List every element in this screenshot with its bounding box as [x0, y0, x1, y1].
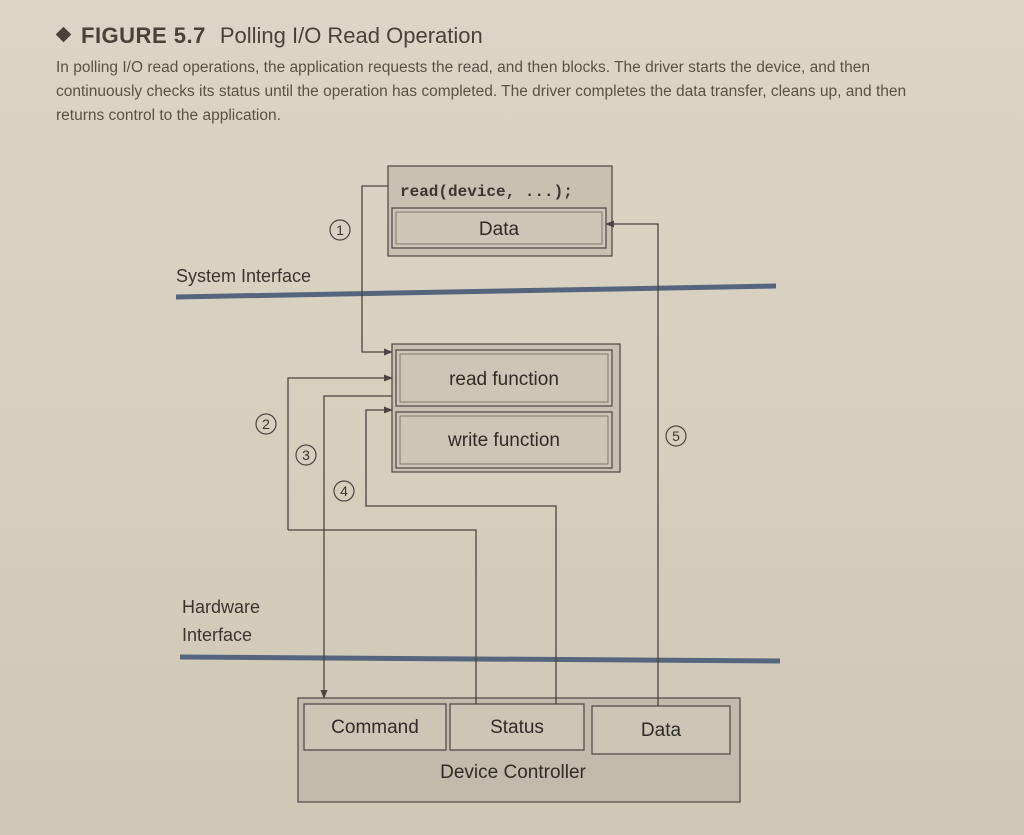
driver-box: read function write function [391, 343, 621, 473]
app-data-box: Data [391, 207, 607, 249]
command-label: Command [331, 717, 419, 738]
step4-arrow [365, 406, 557, 704]
hardware-interface: Hardware Interface [179, 597, 781, 664]
device-controller-label: Device Controller [440, 762, 586, 783]
figure-caption: In polling I/O read operations, the appl… [56, 59, 907, 124]
system-interface: System Interface [175, 266, 777, 300]
read-function-label: read function [449, 369, 559, 390]
step5-arrow [605, 220, 659, 706]
step3-arrow [320, 395, 392, 699]
step2-line [288, 529, 477, 704]
flow-lines [287, 185, 659, 706]
application-box: read(device, ...); Data [387, 165, 613, 257]
step-marker-5: 5 [665, 425, 687, 447]
figure-title: Polling I/O Read Operation [219, 23, 483, 48]
step-markers: 1 2 3 4 5 [255, 219, 687, 502]
status-label: Status [490, 717, 544, 738]
step-marker-3: 3 [295, 444, 317, 466]
svg-text:3: 3 [302, 447, 310, 463]
read-call-text: read(device, ...); [400, 183, 573, 201]
svg-text:4: 4 [340, 483, 348, 499]
svg-text:5: 5 [672, 428, 680, 444]
step-marker-1: 1 [329, 219, 351, 241]
system-interface-label: System Interface [176, 266, 311, 286]
data-register-box: Data [591, 705, 731, 755]
read-function-box: read function [395, 349, 613, 407]
hardware-interface-label-line1: Hardware [182, 597, 260, 617]
command-register-box: Command [303, 703, 447, 751]
step-marker-2: 2 [255, 413, 277, 435]
figure-label: FIGURE 5.7 [81, 23, 206, 48]
step1-arrow [361, 185, 393, 356]
figure-title-line: FIGURE 5.7 Polling I/O Read Operation [55, 22, 936, 50]
svg-text:1: 1 [336, 222, 344, 238]
write-function-label: write function [447, 430, 560, 451]
status-register-box: Status [449, 703, 585, 751]
step2-arrow [287, 374, 393, 530]
figure-header: FIGURE 5.7 Polling I/O Read Operation In … [55, 22, 936, 128]
write-function-box: write function [395, 411, 613, 469]
hardware-interface-label-line2: Interface [182, 625, 252, 645]
app-data-label: Data [479, 219, 520, 240]
device-controller-box: Command Status Data Device Controller [297, 697, 741, 803]
controller-data-label: Data [641, 720, 682, 741]
svg-text:2: 2 [262, 416, 270, 432]
step-marker-4: 4 [333, 480, 355, 502]
